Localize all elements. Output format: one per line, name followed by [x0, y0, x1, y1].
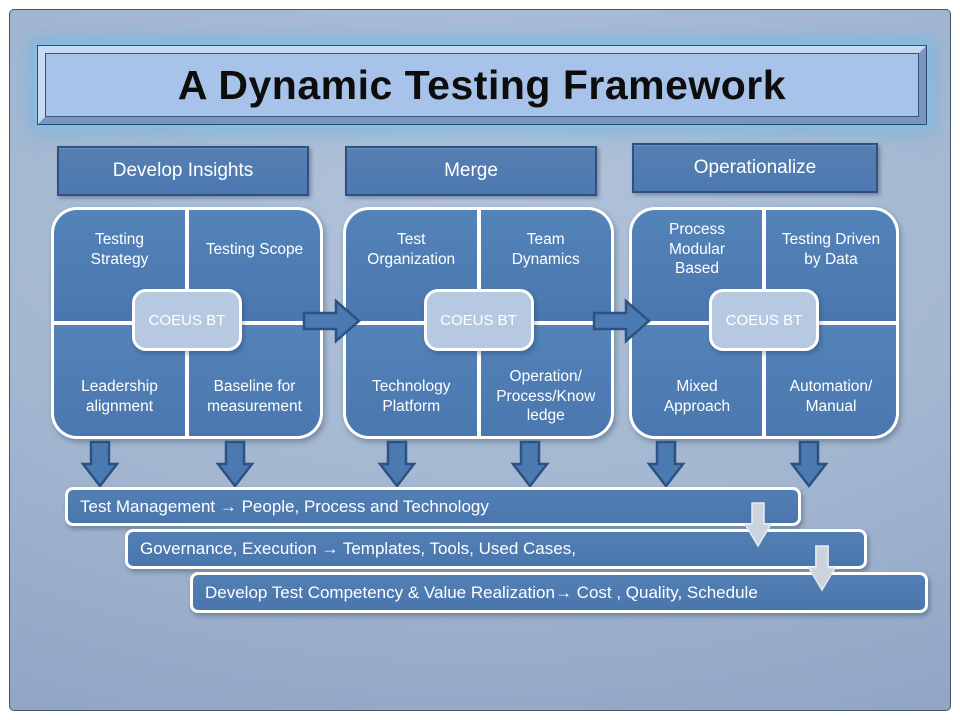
- connector-down-arrow-icon: [807, 545, 837, 592]
- flow-right-arrow-icon: [302, 298, 361, 344]
- page-title: A Dynamic Testing Framework: [177, 61, 787, 108]
- down-arrow-icon: [80, 440, 120, 488]
- coeus-bt-badge: COEUS BT: [423, 289, 534, 351]
- down-arrow-icon: [646, 440, 686, 488]
- quad-operationalize: Process Modular Based Testing Driven by …: [629, 207, 899, 439]
- connector-down-arrow-icon: [743, 502, 773, 548]
- summary-bar-test-management: Test Management → People, Process and Te…: [65, 487, 801, 526]
- down-arrow-icon: [377, 440, 417, 488]
- stage-header-merge: Merge: [345, 146, 597, 196]
- down-arrow-icon: [510, 440, 550, 488]
- quad-cell: Automation/ Manual: [766, 325, 896, 436]
- down-arrow-icon: [215, 440, 255, 488]
- flow-right-arrow-icon: [592, 298, 651, 344]
- quad-cell: Testing Strategy: [54, 210, 185, 321]
- quad-develop-insights: Testing Strategy Testing Scope Leadershi…: [51, 207, 323, 439]
- coeus-bt-badge: COEUS BT: [709, 289, 819, 351]
- stage-header-develop-insights: Develop Insights: [57, 146, 309, 196]
- stage-header-operationalize: Operationalize: [632, 143, 878, 193]
- summary-bar-develop-test-competency: Develop Test Competency & Value Realizat…: [190, 572, 928, 613]
- quad-merge: Test Organization Team Dynamics Technolo…: [343, 207, 614, 439]
- down-arrow-icon: [789, 440, 829, 488]
- coeus-bt-badge: COEUS BT: [132, 289, 242, 351]
- title-box: A Dynamic Testing Framework: [38, 46, 926, 124]
- quad-cell: Team Dynamics: [480, 210, 611, 321]
- summary-bar-governance-execution: Governance, Execution → Templates, Tools…: [125, 529, 867, 569]
